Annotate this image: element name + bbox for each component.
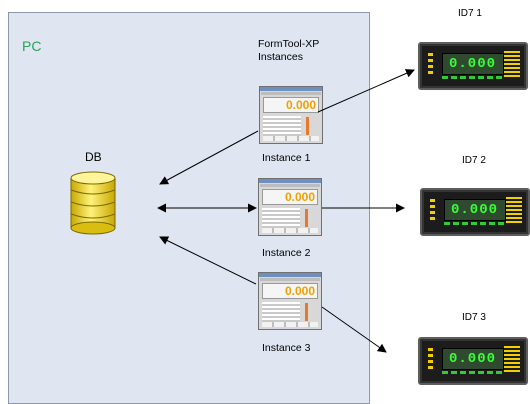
value-readout: 0.000 [284,284,315,298]
arrow-instance3-to-id7-3 [321,306,387,353]
arrow-instance1-to-db [159,130,259,185]
keypad [504,346,520,372]
device-label-1: ID7 1 [458,8,482,19]
window-buttons [262,322,318,327]
window-titlebar [260,87,322,91]
indicator-leds [430,199,435,221]
formtool-window-instance-3: 0.000 [258,272,322,330]
data-rows [262,302,300,322]
status-leds [442,76,502,79]
window-titlebar [259,273,321,277]
device-screen: 0.000 [442,53,504,75]
level-bar [305,209,308,227]
instance-label-2: Instance 2 [262,247,311,259]
status-leds [442,371,502,374]
formtool-window-instance-1: 0.000 [259,86,323,144]
device-readout: 0.000 [451,202,499,218]
instance-label-3: Instance 3 [262,342,311,354]
instance-label-1: Instance 1 [262,152,311,164]
level-bar [306,117,309,135]
formtool-window-instance-2: 0.000 [258,178,322,236]
window-buttons [262,228,318,233]
keypad [506,197,522,223]
device-screen: 0.000 [442,348,504,370]
indicator-leds [428,348,433,370]
indicator-leds [428,53,433,75]
device-label-3: ID7 3 [462,312,486,323]
window-buttons [263,136,319,141]
level-bar [305,303,308,321]
value-display: 0.000 [262,283,318,299]
window-menubar [261,92,321,95]
device-readout: 0.000 [449,351,497,367]
data-rows [263,116,301,136]
device-readout: 0.000 [449,56,497,72]
window-titlebar [259,179,321,183]
id7-device-2: 0.000 [420,188,530,236]
formtool-heading-line2: Instances [258,51,303,63]
value-readout: 0.000 [284,190,315,204]
formtool-heading: FormTool-XP Instances [258,38,319,64]
formtool-heading-line1: FormTool-XP [258,38,320,50]
value-display: 0.000 [263,97,319,113]
keypad [504,51,520,77]
window-menubar [260,184,320,187]
device-screen: 0.000 [444,199,506,221]
pc-label: PC [22,38,42,54]
value-display: 0.000 [262,189,318,205]
arrow-instance1-to-id7-1 [317,69,415,113]
db-label: DB [85,150,102,164]
value-readout: 0.000 [285,98,316,112]
id7-device-3: 0.000 [418,337,528,385]
id7-device-1: 0.000 [418,42,528,90]
database-icon [70,171,116,235]
window-menubar [260,278,320,281]
device-label-2: ID7 2 [462,155,486,166]
data-rows [262,208,300,228]
status-leds [444,222,504,225]
arrow-instance3-to-db [159,236,257,285]
